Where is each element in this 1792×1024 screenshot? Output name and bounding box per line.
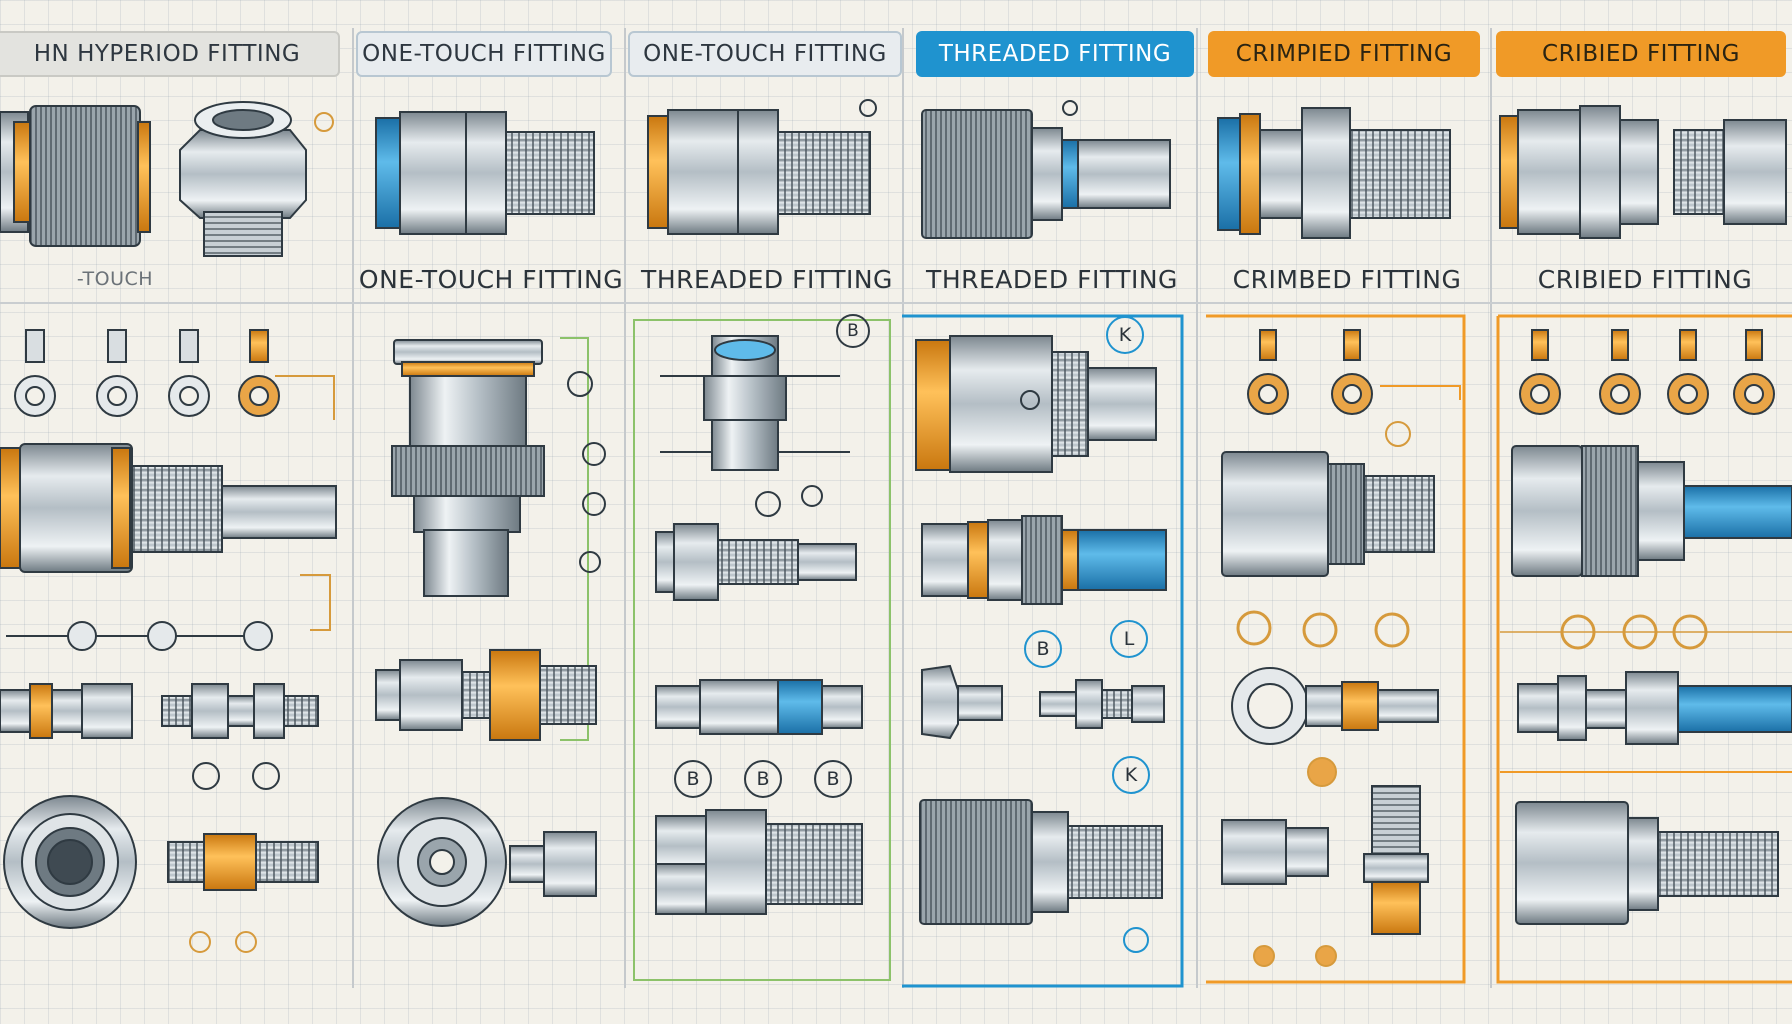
marker-col3-1-label: B [686,768,700,790]
caption-col2-label: ONE-TOUCH FITTING [358,264,624,294]
marker-col4-2-label: B [1036,638,1050,660]
col4-main-fitting [915,335,1157,473]
marker-col4-2: B [1024,630,1062,668]
caption-col5-label: CRIMBED FITTING [1232,264,1462,294]
header-col4-label: THREADED FITTING [938,41,1172,67]
col6-pipe-coupling [1500,671,1792,773]
header-col4: THREADED FITTING [916,31,1194,77]
col3-frame [633,319,891,981]
marker-col4-4: K [1112,756,1150,794]
col1-top-nut [179,101,334,257]
marker-col3-4: B [836,314,870,348]
col5-ring-terminals [1247,329,1461,447]
caption-col4: THREADED FITTING [910,262,1194,296]
caption-col4-label: THREADED FITTING [926,264,1178,294]
col5-frame [1206,314,1466,984]
col6-ring-terminals [1519,329,1775,415]
caption-col3-label: THREADED FITTING [641,264,893,294]
marker-col3-3: B [814,760,852,798]
column-divider [1490,28,1492,988]
column-divider [902,28,904,988]
col5-top-fitting [1217,107,1451,239]
col6-bottom-fitting [1515,801,1779,925]
col3-coupling-3 [655,809,863,915]
col3-valve [660,335,850,517]
caption-col3: THREADED FITTING [636,262,898,296]
marker-col3-2-label: B [756,768,770,790]
col3-coupling-1 [655,523,857,601]
marker-col4-1: K [1106,316,1144,354]
col5-ring-terminal-large [1231,667,1439,787]
marker-col3-3-label: B [826,768,840,790]
section-divider [0,302,1792,304]
col1-bottom-flange [3,795,319,953]
col4-bottom-fitting [919,799,1163,953]
col3-coupling-2 [655,679,863,735]
col2-upright-fitting [391,337,606,741]
col1-top-fitting [0,105,151,247]
header-col6: CRIBIED FITTING [1496,31,1786,77]
header-col1: HN HYPERIOD FITTING [0,31,340,77]
header-col2: ONE-TOUCH FITTING [356,31,612,77]
marker-col3-2: B [744,760,782,798]
header-col3-label: ONE-TOUCH FITTING [643,41,887,67]
header-col1-label: HN HYPERIOD FITTING [33,41,301,67]
caption-col1: -TOUCH [50,262,180,296]
col4-small-fittings [921,664,1165,740]
header-col5-label: CRIMPIED FITTING [1235,41,1453,67]
col3-top-fitting [647,99,877,235]
col4-blue-pipe [921,515,1167,605]
header-col2-label: ONE-TOUCH FITTING [362,41,606,67]
col2-top-fitting [375,111,595,235]
marker-col4-4-label: K [1124,764,1138,786]
col4-frame [902,314,1184,988]
col5-rings [1236,610,1410,648]
column-divider [352,28,354,988]
col2-mid-couplings [375,649,597,741]
col4-top-fitting [921,100,1171,239]
caption-col1-label: -TOUCH [76,268,154,290]
caption-col6: CRIBIED FITTING [1504,262,1786,296]
col1-chain-symbols [6,621,273,651]
col6-main-fitting [1511,445,1792,577]
header-col3: ONE-TOUCH FITTING [628,31,902,77]
col1-small-couplings [0,683,319,790]
marker-col3-1: B [674,760,712,798]
col5-bottom-fittings [1221,785,1429,967]
col6-top-fitting [1499,105,1787,239]
col6-rings [1500,614,1792,650]
col1-pipe-assembly [0,443,337,631]
marker-col4-3-label: L [1123,628,1135,650]
marker-col4-3: L [1110,620,1148,658]
header-col5: CRIMPIED FITTING [1208,31,1480,77]
header-col6-label: CRIBIED FITTING [1542,41,1740,67]
marker-col4-1-label: K [1118,324,1132,346]
col2-bottom-flange [377,797,597,927]
col1-ring-terminals [14,329,335,420]
marker-col3-4-label: B [847,321,859,341]
col6-frame [1496,316,1792,984]
column-divider [1196,28,1198,988]
caption-col6-label: CRIBIED FITTING [1537,264,1753,294]
column-divider [624,28,626,988]
caption-col2: ONE-TOUCH FITTING [356,262,626,296]
caption-col5: CRIMBED FITTING [1206,262,1488,296]
col5-main-fitting [1221,451,1435,577]
